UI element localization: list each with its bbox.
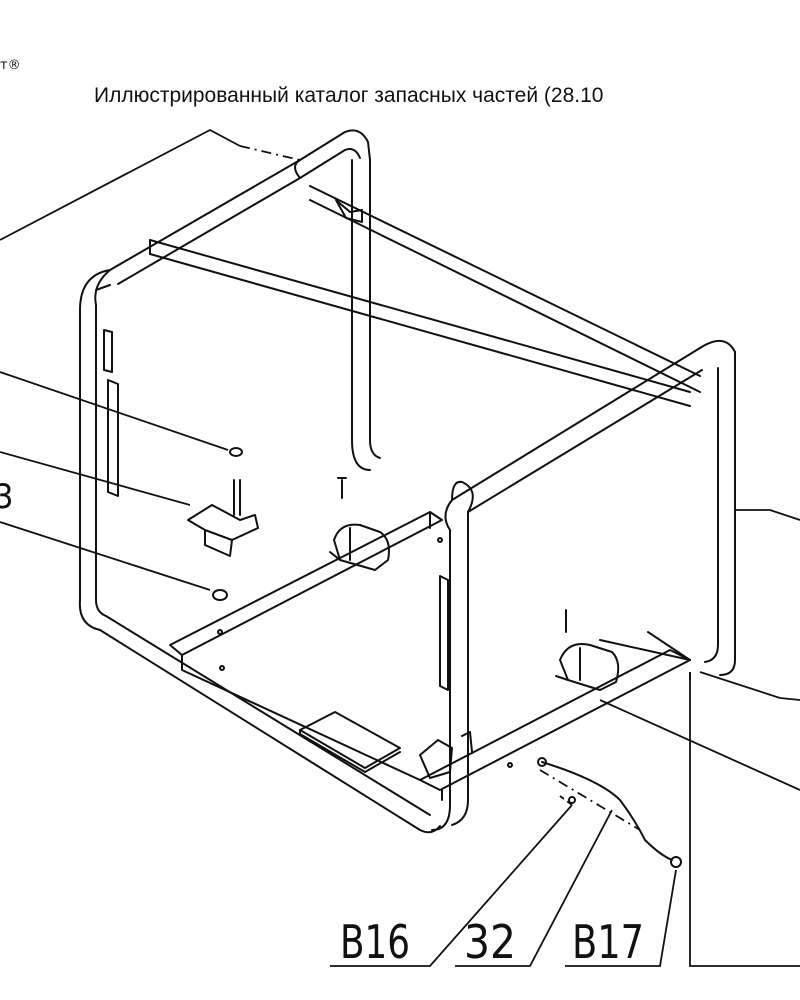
- frame-top-rail-back: [294, 129, 371, 179]
- vibration-mount-center: [329, 477, 390, 571]
- side-bracket-left: [103, 329, 119, 497]
- bolt-b16: [568, 796, 576, 804]
- frame-post-front-right: [431, 480, 474, 831]
- bolt-hole: [219, 665, 225, 671]
- bolt-hole: [507, 762, 513, 768]
- vibration-mount-right: [555, 609, 620, 691]
- catalog-title: Иллюстрированный каталог запасных частей…: [94, 84, 604, 107]
- frame-post-back: [351, 159, 381, 471]
- frame-crossbar-top: [149, 185, 701, 407]
- part-label-32: 32: [464, 915, 516, 969]
- frame-top-rail-right: [444, 340, 736, 676]
- vibration-mount-exploded: [187, 447, 259, 635]
- frame-bottom-rail-left: [99, 615, 441, 834]
- part-label-b17: B17: [572, 915, 644, 969]
- brand-mark: т®: [0, 58, 21, 73]
- left-label-partial: 3: [0, 477, 13, 517]
- front-bottom-bracket: [419, 731, 473, 779]
- part-label-b16: B16: [340, 915, 410, 969]
- ground-cable: [537, 757, 682, 868]
- bolt-hole: [437, 537, 443, 543]
- mounting-plate: [299, 711, 401, 773]
- frame-post-front-left: [78, 284, 111, 631]
- frame-base-plate: [169, 511, 691, 801]
- frame-top-rail-left: [79, 159, 301, 311]
- leader-lines: [0, 128, 800, 967]
- side-bracket-right: [439, 575, 449, 691]
